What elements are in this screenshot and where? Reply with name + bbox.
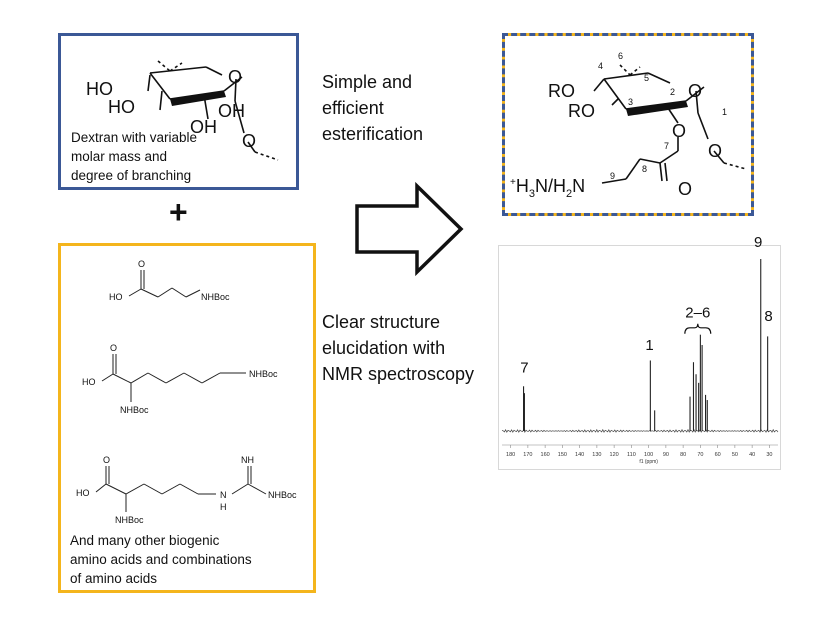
dextran-caption: Dextran with variable molar mass and deg…	[71, 130, 198, 183]
ba-o: O	[138, 259, 145, 269]
pos-6: 6	[618, 51, 623, 61]
pos-2: 2	[670, 87, 675, 97]
lys-ho: HO	[82, 377, 96, 387]
nmr-tick-label-30: 30	[766, 452, 772, 458]
nmr-panel	[498, 245, 781, 470]
nmr-tick-label-70: 70	[697, 452, 703, 458]
nmr-x-axis-label: f1 (ppm)	[639, 459, 658, 465]
arg-h: H	[220, 502, 227, 512]
dextran-box	[58, 33, 299, 190]
nmr-tick-label-130: 130	[592, 452, 601, 458]
nmr-brace	[684, 323, 712, 334]
amine-sub3: 3	[529, 188, 535, 200]
nmr-annotation-1: 1	[645, 337, 653, 354]
amine-mid: N/H	[535, 176, 566, 196]
product-chain-o: O	[708, 141, 722, 161]
dextran-ho-top: HO	[86, 79, 113, 99]
lys-o: O	[110, 343, 117, 353]
product-carbonyl-o: O	[678, 179, 692, 199]
amino-acid-box	[58, 243, 316, 593]
amine-sub2: 2	[566, 188, 572, 200]
arg-o: O	[103, 455, 110, 465]
product-amine: +H3N/H2N	[510, 176, 585, 200]
nmr-tick-label-110: 110	[627, 452, 636, 458]
nmr-tick-label-150: 150	[558, 452, 567, 458]
nmr-annotation-3: 9	[754, 234, 762, 251]
dextran-ring-o: O	[228, 67, 242, 87]
product-box-blue-dash	[502, 33, 754, 216]
big-right-arrow-icon	[355, 181, 464, 277]
nmr-tick-label-170: 170	[523, 452, 532, 458]
nmr-tick-label-40: 40	[749, 452, 755, 458]
nmr-tick-label-100: 100	[644, 452, 653, 458]
pos-7: 7	[664, 141, 669, 151]
ba-ho: HO	[109, 292, 123, 302]
ba-nhboc: NHBoc	[201, 292, 230, 302]
arg-nhboc-alpha: NHBoc	[115, 515, 144, 525]
nmr-tick-label-90: 90	[663, 452, 669, 458]
lys-nhboc-alpha: NHBoc	[120, 405, 149, 415]
amino-acid-caption: And many other biogenic amino acids and …	[70, 533, 252, 586]
nmr-tick-label-80: 80	[680, 452, 686, 458]
dextran-ho-mid: HO	[108, 97, 135, 117]
nmr-baseline	[501, 428, 779, 433]
amine-h1: H	[516, 176, 529, 196]
nmr-tick-label-50: 50	[732, 452, 738, 458]
pos-9: 9	[610, 171, 615, 181]
product-ro-top: RO	[548, 81, 575, 101]
pos-4: 4	[598, 61, 603, 71]
arg-nhboc-right: NHBoc	[268, 490, 297, 500]
nmr-tick-label-160: 160	[541, 452, 550, 458]
nmr-tick-label-180: 180	[506, 452, 515, 458]
plus-sign: +	[169, 194, 188, 230]
nmr-annotation-2: 2–6	[685, 304, 710, 321]
product-structure: RO RO O O O O +H3N/H2N 1 2 3 4 5 6 7 8 9	[510, 51, 747, 200]
product-ro-mid: RO	[568, 101, 595, 121]
nmr-tick-label-60: 60	[715, 452, 721, 458]
nmr-spectrum: 180 170 160 150 140 130 120 110 100 90 80 70 60 50 40 3…	[501, 234, 779, 465]
product-ring-o: O	[688, 81, 702, 101]
amine-plus: +	[510, 177, 516, 188]
dextran-oh-high: OH	[218, 101, 245, 121]
arg-ho: HO	[76, 488, 90, 498]
dextran-oh-low: OH	[190, 117, 217, 137]
pos-5: 5	[644, 73, 649, 83]
nmr-tick-label-140: 140	[575, 452, 584, 458]
arg-nh: NH	[241, 455, 254, 465]
nmr-text: Clear structure elucidation with NMR spe…	[322, 312, 475, 384]
product-ester-o: O	[672, 121, 686, 141]
nmr-tick-label-120: 120	[610, 452, 619, 458]
pos-3: 3	[628, 97, 633, 107]
lys-nhboc-side: NHBoc	[249, 369, 278, 379]
esterification-text: Simple and efficient esterification	[322, 72, 424, 144]
pos-1: 1	[722, 107, 727, 117]
nmr-annotation-0: 7	[520, 360, 528, 377]
nmr-annotation-4: 8	[764, 308, 772, 325]
arg-n: N	[220, 490, 227, 500]
amine-n: N	[572, 176, 585, 196]
dextran-structure: HO HO OH OH O O	[86, 60, 279, 161]
dextran-chain-o: O	[242, 131, 256, 151]
pos-8: 8	[642, 164, 647, 174]
